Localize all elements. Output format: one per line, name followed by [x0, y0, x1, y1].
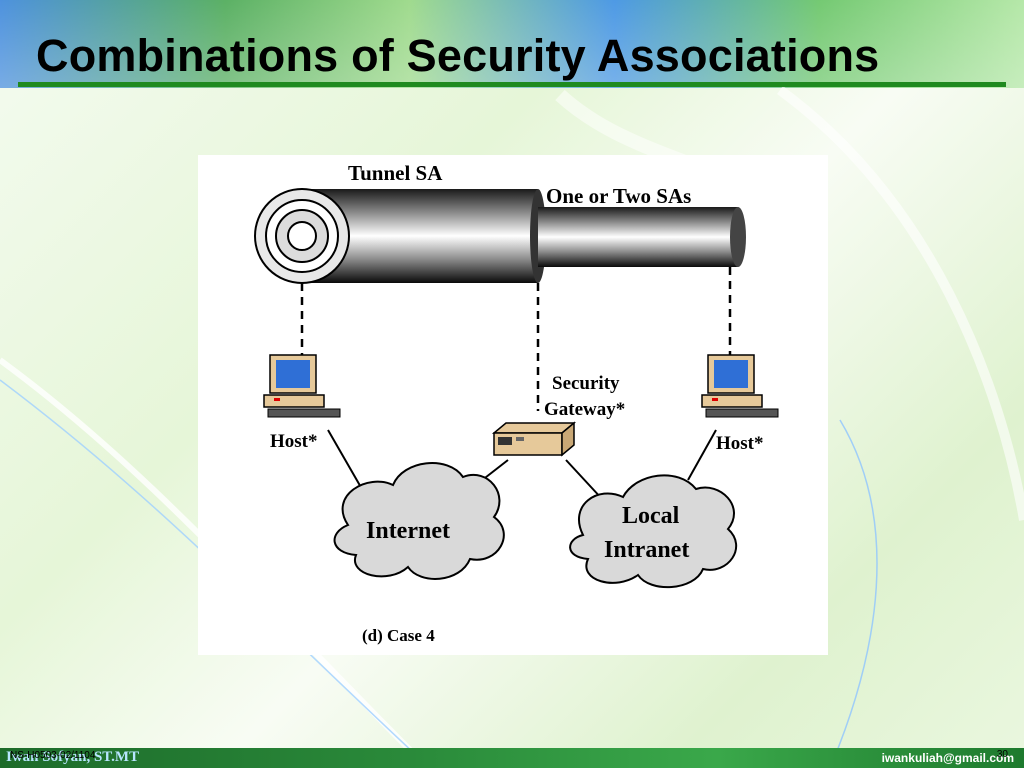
- computer-icon-right: [701, 354, 779, 418]
- inner-pipe: [538, 207, 746, 267]
- footer-bar: Iwan Sofyan, ST.MT NS-H0503-02/1104 iwan…: [0, 748, 1024, 768]
- internet-label: Internet: [366, 518, 450, 544]
- computer-icon-left: [263, 354, 341, 418]
- gateway-label-line2: Gateway*: [544, 399, 625, 420]
- sa-diagram: Tunnel SA One or Two SAs Host*: [254, 161, 779, 645]
- footer-code: NS-H0503-02/1104: [10, 750, 96, 761]
- dashed-connectors: [300, 267, 732, 411]
- intranet-cloud: Local Intranet: [569, 474, 738, 588]
- header-band: [0, 0, 1024, 88]
- title-underline: [18, 82, 1006, 87]
- slide-title: Combinations of Security Associations: [36, 30, 880, 81]
- page-number: 30: [996, 749, 1008, 760]
- host-right-label: Host*: [716, 433, 764, 454]
- inner-sa-label: One or Two SAs: [546, 184, 691, 208]
- gateway-device-icon: [491, 421, 577, 457]
- tunnel-sa-label: Tunnel SA: [348, 161, 443, 185]
- figure-caption: (d) Case 4: [362, 626, 435, 645]
- footer-author: Iwan Sofyan, ST.MT: [6, 749, 140, 765]
- intranet-label-line1: Local: [622, 503, 680, 529]
- figure-panel: Tunnel SA One or Two SAs Host*: [198, 155, 828, 655]
- footer-email: iwankuliah@gmail.com: [881, 751, 1014, 765]
- pipe-face: [254, 188, 350, 284]
- intranet-label-line2: Intranet: [604, 537, 689, 563]
- internet-cloud: Internet: [333, 462, 505, 580]
- host-left-label: Host*: [270, 431, 318, 452]
- gateway-label-line1: Security: [552, 373, 620, 394]
